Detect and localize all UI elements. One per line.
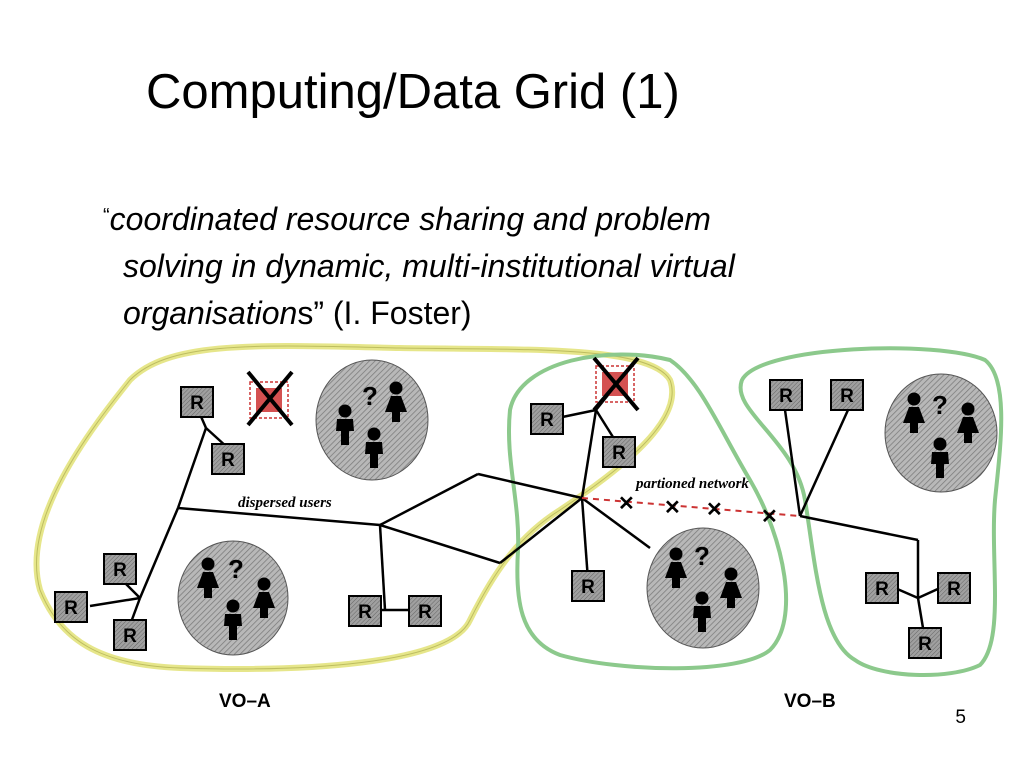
resource-label: R (113, 560, 127, 581)
partitioned-network-label: partioned network (634, 476, 749, 492)
resource-box: R (408, 595, 442, 627)
partition-mark-1: ✕ (618, 493, 635, 515)
partitioned-link (581, 497, 801, 517)
resource-label: R (779, 386, 793, 407)
resource-box: R (530, 403, 564, 435)
user-group-bottom-left: ? (177, 540, 289, 656)
user-group-top-left: ? (315, 359, 429, 481)
quote-line-3-attribution: s” (I. Foster) (297, 295, 472, 331)
resource-box: R (348, 595, 382, 627)
quote-line-3-italic: organisation (123, 295, 298, 331)
quote-line-1: “coordinated resource sharing and proble… (103, 193, 923, 243)
failed-resource-center (592, 356, 640, 412)
resource-label: R (221, 450, 235, 471)
resource-box: R (103, 553, 137, 585)
resource-box: R (830, 379, 864, 411)
resource-label: R (358, 602, 372, 623)
resource-box: R (908, 627, 942, 659)
resource-label: R (612, 443, 626, 464)
resource-label: R (947, 579, 961, 600)
vo-a-label: VO–A (219, 691, 271, 712)
resource-box: R (602, 436, 636, 468)
resource-label: R (64, 598, 78, 619)
virtual-organisations-diagram: ✕ ✕ ✕ ✕ ? ? ? (33, 343, 1004, 712)
resource-label: R (123, 626, 137, 647)
partition-mark-3: ✕ (706, 499, 723, 521)
question-mark-center: ? (694, 541, 710, 571)
resource-box: R (180, 386, 214, 418)
vo-b-label: VO–B (784, 691, 836, 712)
resource-box: R (113, 619, 147, 651)
quote-line-3: organisations” (I. Foster) (103, 290, 923, 337)
question-mark-bottom-left: ? (228, 554, 244, 584)
resource-label: R (581, 577, 595, 598)
resource-label: R (540, 410, 554, 431)
user-group-center: ? (646, 527, 760, 649)
user-group-right: ? (884, 373, 998, 493)
partition-mark-4: ✕ (761, 506, 778, 528)
vo-a-outline (33, 343, 675, 672)
question-mark-right: ? (932, 390, 948, 420)
vo-b-outline-center (506, 352, 789, 671)
failed-resource-left (246, 370, 294, 427)
resource-box: R (865, 572, 899, 604)
question-mark-top-left: ? (362, 381, 378, 411)
resource-box: R (937, 572, 971, 604)
partition-mark-2: ✕ (664, 497, 681, 519)
resource-label: R (875, 579, 889, 600)
quote-line-2: solving in dynamic, multi-institutional … (123, 248, 735, 284)
resource-box: R (211, 443, 245, 475)
quote-line-1-text: coordinated resource sharing and problem (109, 201, 711, 237)
dispersed-users-label: dispersed users (238, 495, 332, 511)
resource-box: R (571, 570, 605, 602)
page-number: 5 (955, 707, 966, 728)
resource-label: R (418, 602, 432, 623)
slide-title: Computing/Data Grid (1) (146, 65, 680, 119)
resource-label: R (190, 393, 204, 414)
resource-box: R (769, 379, 803, 411)
resource-label: R (918, 634, 932, 655)
open-quote-mark: “ (103, 205, 110, 227)
vo-b-outline-right (738, 346, 1004, 677)
resource-label: R (840, 386, 854, 407)
resource-box: R (54, 591, 88, 623)
foster-quote: “coordinated resource sharing and proble… (103, 193, 923, 337)
